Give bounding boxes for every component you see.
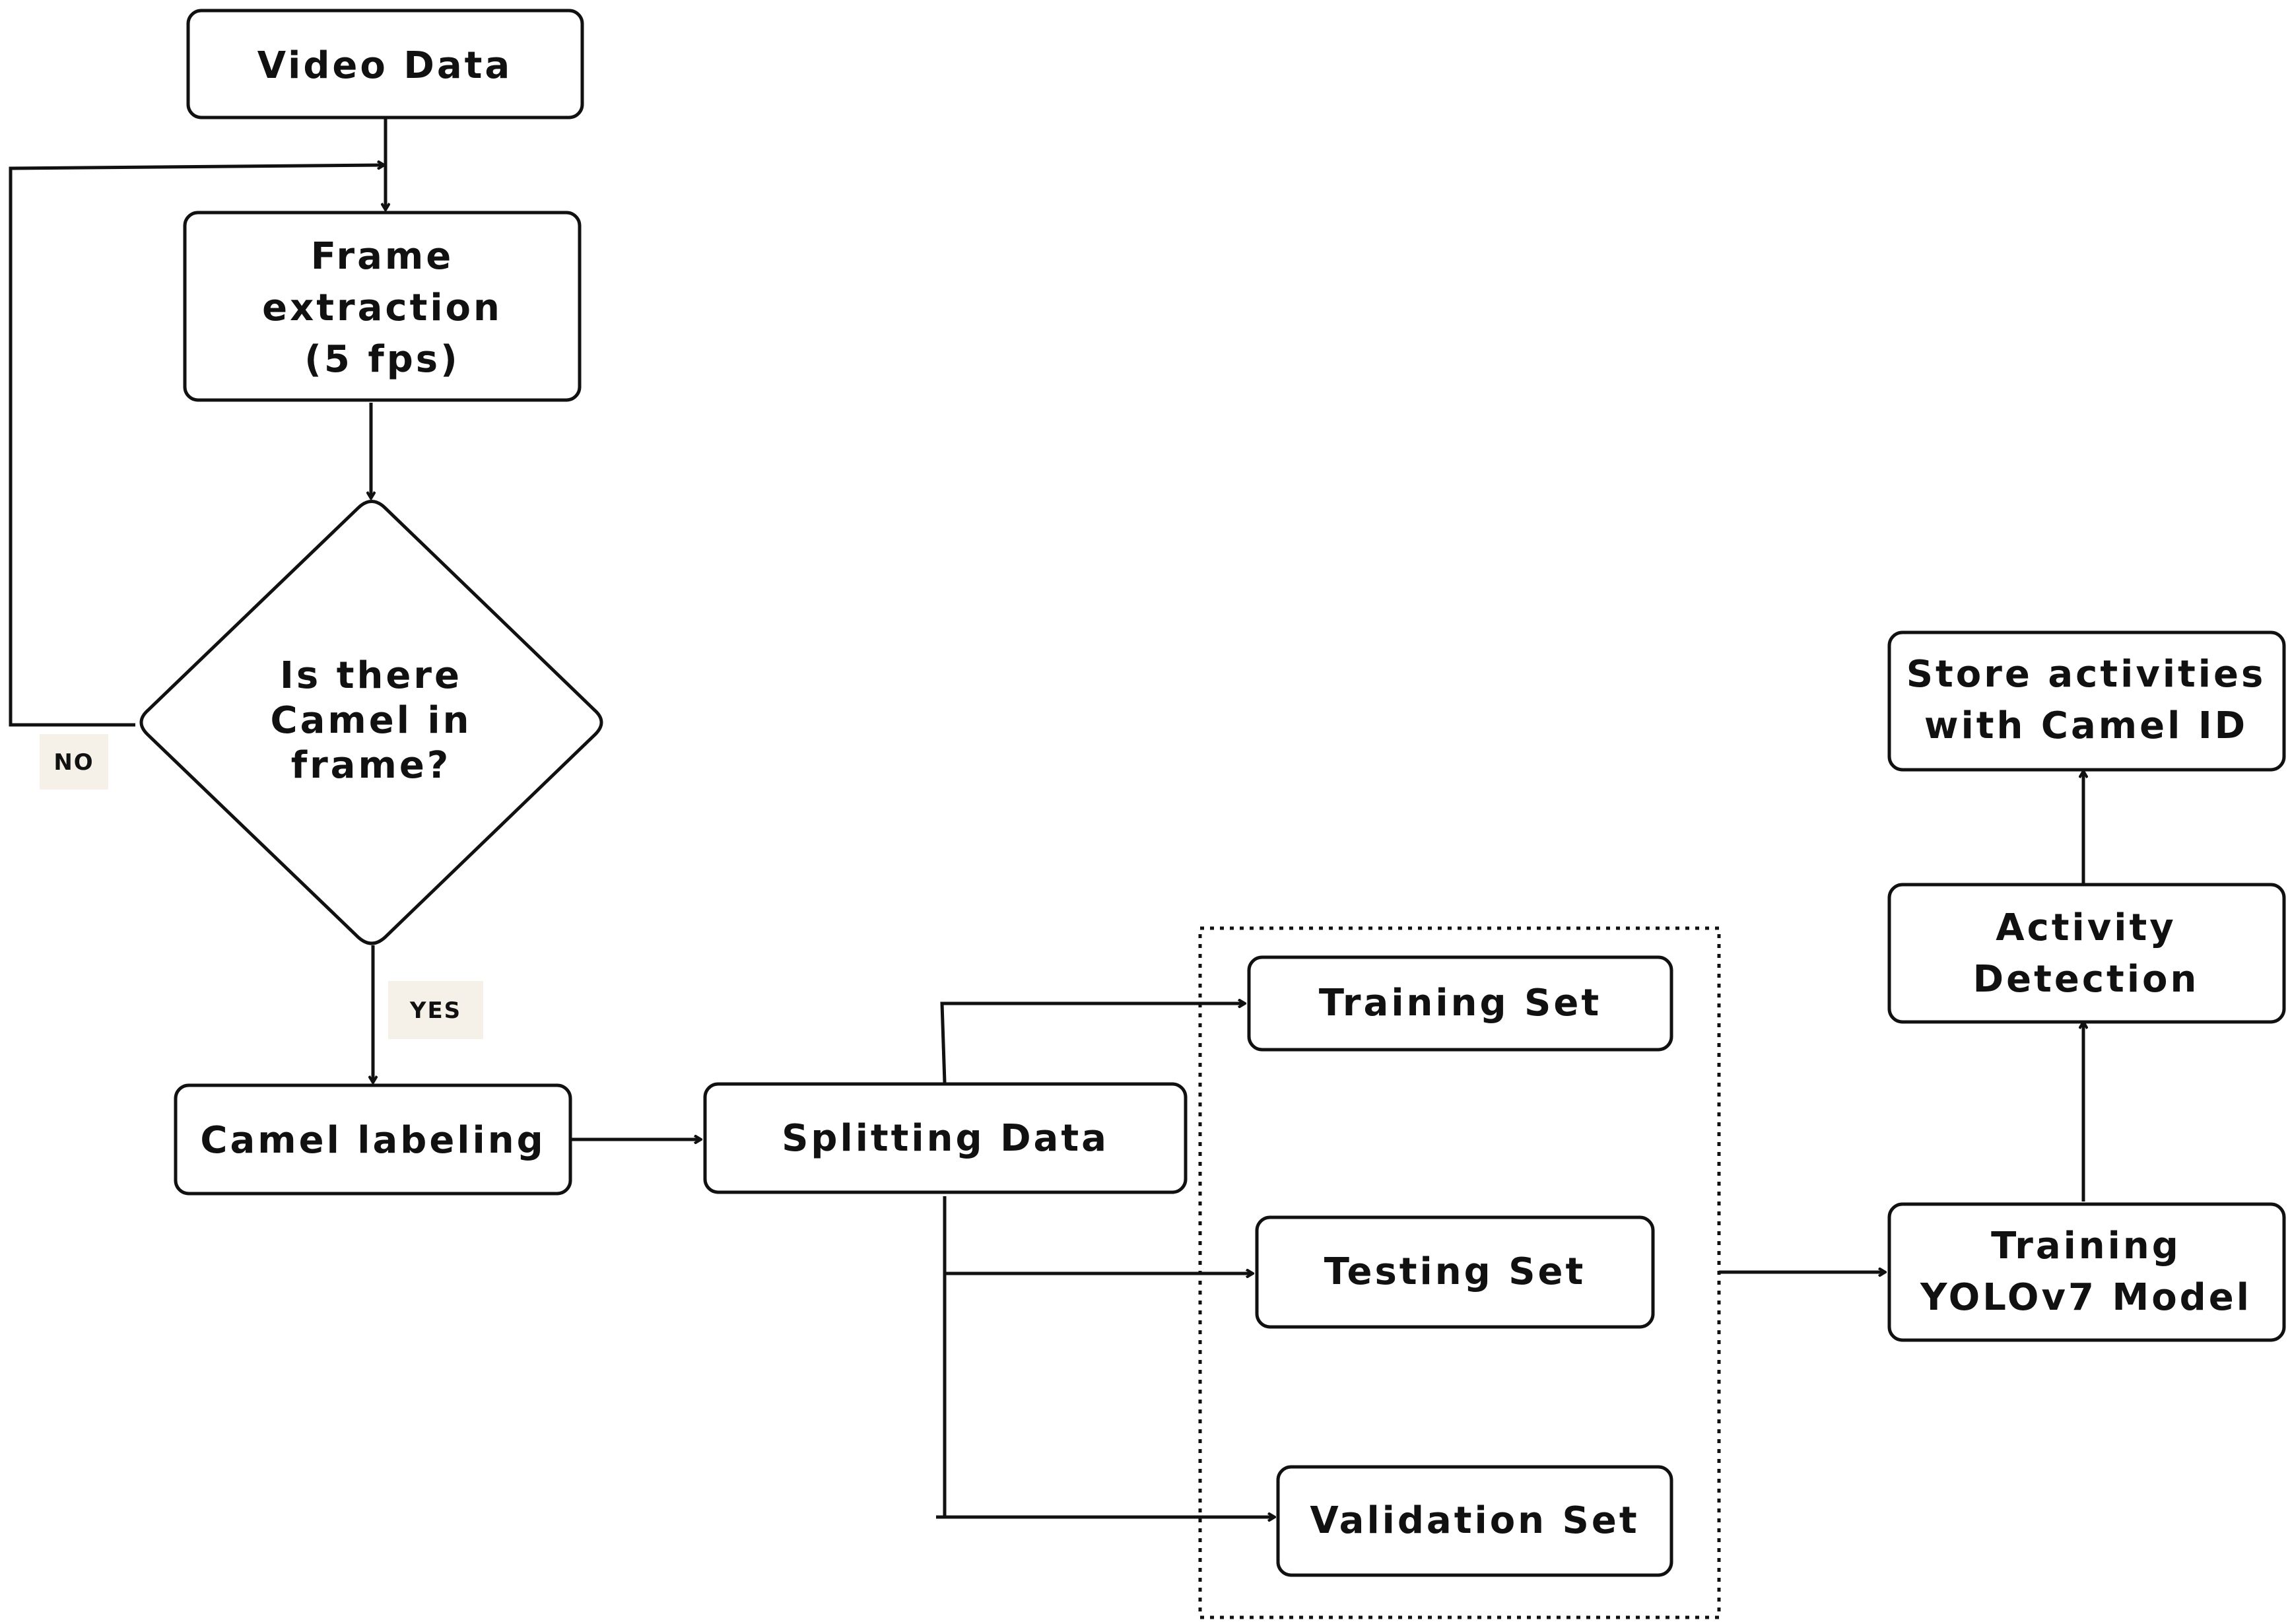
arrow-split-to-training	[940, 1003, 1245, 1083]
node-training-set: Training Set	[1247, 955, 1673, 1052]
node-frame-extraction: Frame extraction (5 fps)	[183, 211, 582, 402]
decision-line2: Camel in	[271, 699, 472, 742]
yes-label: YES	[409, 998, 461, 1024]
node-video-data: Video Data	[186, 9, 584, 119]
training-set-label: Training Set	[1319, 982, 1601, 1025]
training-model-line2: YOLOv7 Model	[1920, 1276, 2252, 1319]
node-store-activities: Store activities with Camel ID	[1887, 630, 2286, 772]
arrow-no-loop	[9, 165, 384, 727]
node-activity-detection: Activity Detection	[1887, 883, 2286, 1024]
decision-line1: Is there	[280, 654, 462, 697]
splitting-data-label: Splitting Data	[782, 1117, 1109, 1160]
node-decision: Is there Camel in frame?	[139, 500, 603, 945]
activity-detection-line2: Detection	[1973, 958, 2200, 1001]
node-training-model: Training YOLOv7 Model	[1887, 1202, 2286, 1342]
node-splitting-data: Splitting Data	[703, 1082, 1188, 1194]
yes-tag: YES	[388, 981, 483, 1039]
activity-detection-line1: Activity	[1996, 906, 2176, 949]
node-testing-set: Testing Set	[1255, 1215, 1655, 1329]
camel-labeling-label: Camel labeling	[200, 1119, 545, 1162]
frame-extraction-line2: extraction	[262, 287, 502, 329]
connectors	[9, 119, 2083, 1517]
store-activities-line1: Store activities	[1906, 653, 2266, 696]
no-tag: NO	[40, 734, 108, 790]
node-camel-labeling: Camel labeling	[174, 1083, 572, 1196]
video-data-label: Video Data	[257, 44, 512, 87]
store-activities-line2: with Camel ID	[1924, 704, 2248, 747]
node-validation-set: Validation Set	[1276, 1465, 1673, 1577]
training-model-line1: Training	[1991, 1225, 2181, 1268]
validation-set-label: Validation Set	[1310, 1499, 1639, 1542]
testing-set-label: Testing Set	[1324, 1250, 1586, 1293]
decision-line3: frame?	[291, 744, 452, 787]
frame-extraction-line3: (5 fps)	[304, 338, 459, 381]
frame-extraction-line1: Frame	[311, 235, 454, 278]
no-label: NO	[53, 749, 94, 776]
